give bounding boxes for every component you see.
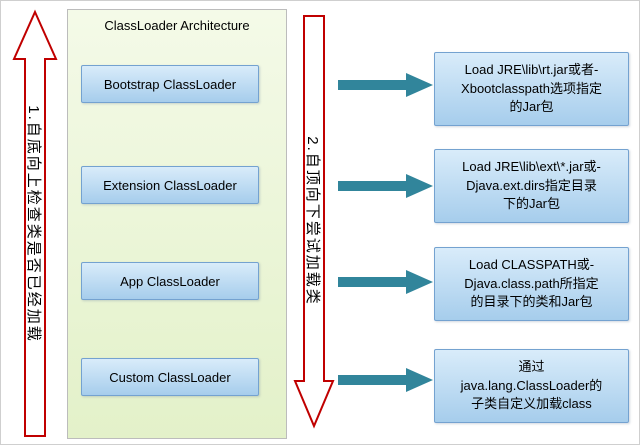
loader-box-bootstrap: Bootstrap ClassLoader	[81, 65, 259, 103]
top-down-arrow-icon	[293, 15, 335, 429]
description-box-custom: 通过 java.lang.ClassLoader的 子类自定义加载class	[434, 349, 629, 423]
connector-arrow-custom-icon	[338, 368, 433, 392]
bottom-up-arrow-icon	[12, 9, 58, 437]
panel-title: ClassLoader Architecture	[104, 18, 250, 33]
connector-arrow-app-icon	[338, 270, 433, 294]
connector-arrow-bootstrap-icon	[338, 73, 433, 97]
loader-box-custom: Custom ClassLoader	[81, 358, 259, 396]
connector-arrow-extension-icon	[338, 174, 433, 198]
description-box-bootstrap: Load JRE\lib\rt.jar或者- Xbootclasspath选项指…	[434, 52, 629, 126]
description-box-extension: Load JRE\lib\ext\*.jar或- Djava.ext.dirs指…	[434, 149, 629, 223]
description-box-app: Load CLASSPATH或- Djava.class.path所指定 的目录…	[434, 247, 629, 321]
bottom-up-arrow-label: 1.自底向上检查类是否已经加载	[25, 105, 42, 343]
loader-box-extension: Extension ClassLoader	[81, 166, 259, 204]
loader-box-app: App ClassLoader	[81, 262, 259, 300]
top-down-arrow-label: 2.自顶向下尝试加载类	[304, 136, 321, 306]
